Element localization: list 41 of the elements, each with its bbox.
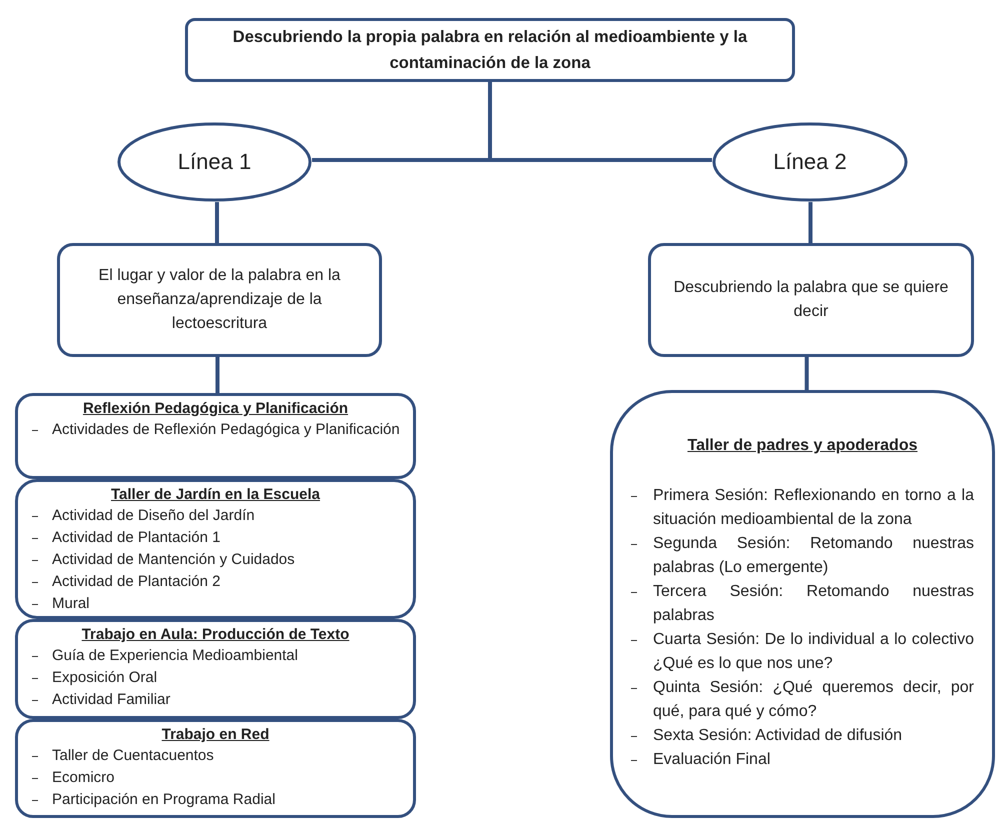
list-item: Participación en Programa Radial <box>18 789 413 811</box>
box-text: El lugar y valor de la palabra en la enseñanza/aprendizaje de la lectoescritura <box>98 266 342 334</box>
box-text: Descubriendo la palabra que se quiere decir <box>672 278 950 322</box>
list-item: Primera Sesión: Reflexionando en torno a la situación medioambiental de la zona <box>613 484 992 532</box>
title-text: Descubriendo la propia palabra en relación al medioambiente y la contaminación de la zona <box>232 27 748 74</box>
ellipse-label: Línea 2 <box>773 149 847 175</box>
list-item: Exposición Oral <box>18 667 413 689</box>
topic-box <box>57 243 382 357</box>
list-item: Actividad de Mantención y Cuidados <box>18 549 413 571</box>
topic-box <box>185 18 795 82</box>
list-item: Cuarta Sesión: De lo individual a lo colectivo ¿Qué es lo que nos une? <box>613 628 992 676</box>
connector-line <box>215 202 219 243</box>
section-heading: Trabajo en Red <box>162 725 270 745</box>
connector-line <box>808 202 812 243</box>
list-item: Guía de Experiencia Medioambiental <box>18 645 413 667</box>
activity-box <box>15 479 416 619</box>
activity-box <box>15 619 416 719</box>
connector-line <box>216 357 220 393</box>
section-heading: Reflexión Pedagógica y Planificación <box>82 399 348 419</box>
section-heading: Taller de padres y apoderados <box>687 436 918 456</box>
list-item: Sexta Sesión: Actividad de difusión <box>613 724 992 748</box>
list-item: Taller de Cuentacuentos <box>18 745 413 767</box>
list-item: Actividad de Diseño del Jardín <box>18 505 413 527</box>
list-item: Evaluación Final <box>613 748 992 772</box>
activity-box <box>610 390 995 818</box>
list-item: Actividades de Reflexión Pedagógica y Planificación <box>18 419 413 441</box>
ellipse-label: Línea 1 <box>178 149 252 175</box>
list-item: Actividad de Plantación 2 <box>18 571 413 593</box>
topic-box <box>648 243 974 357</box>
list-item: Ecomicro <box>18 767 413 789</box>
list-item: Mural <box>18 593 413 615</box>
activity-box <box>15 393 416 479</box>
list-item: Segunda Sesión: Retomando nuestras palabras (Lo emergente) <box>613 532 992 580</box>
section-heading: Taller de Jardín en la Escuela <box>111 485 320 505</box>
section-heading: Trabajo en Aula: Producción de Texto <box>82 625 350 645</box>
list-item: Tercera Sesión: Retomando nuestras palabras <box>613 580 992 628</box>
list-item: Actividad de Plantación 1 <box>18 527 413 549</box>
list-item: Quinta Sesión: ¿Qué queremos decir, por qué, para qué y cómo? <box>613 676 992 724</box>
connector-line <box>804 357 809 390</box>
list-item: Actividad Familiar <box>18 689 413 711</box>
activity-box <box>15 719 416 818</box>
